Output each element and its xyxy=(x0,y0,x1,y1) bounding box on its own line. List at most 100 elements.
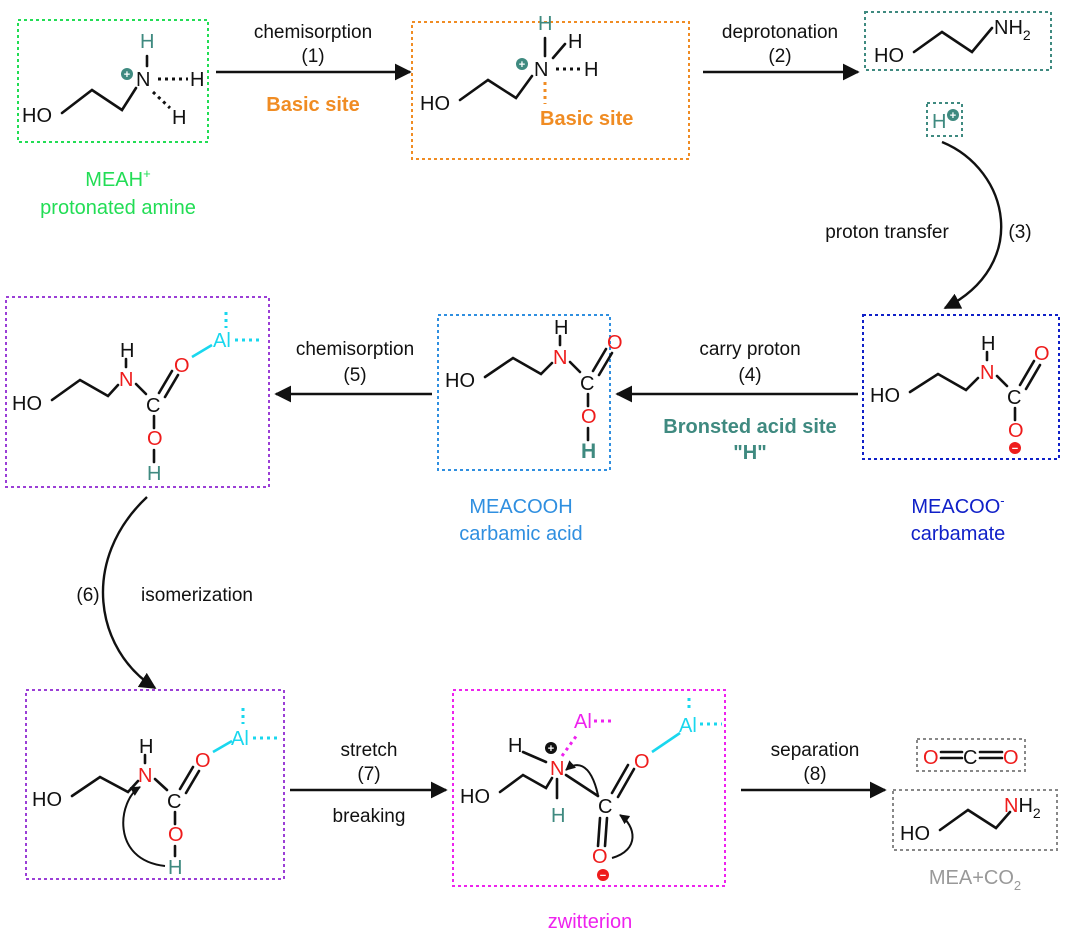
atom-label: H xyxy=(140,31,154,53)
atom-label: H xyxy=(120,340,134,362)
atom-label: H xyxy=(508,735,522,757)
atom-label: C xyxy=(963,747,977,769)
atom-label: O xyxy=(581,406,597,428)
caption-meacooh: MEACOOH xyxy=(469,496,572,518)
atom-label: H xyxy=(584,59,598,81)
atom-label: C xyxy=(580,373,594,395)
electron-arrow xyxy=(565,760,599,796)
negative-charge xyxy=(597,869,609,881)
bond-double xyxy=(610,763,630,795)
box-co2 xyxy=(916,738,1026,772)
atom-label: N xyxy=(550,758,564,780)
step-3-name: proton transfer xyxy=(825,222,949,243)
step-5-name: chemisorption xyxy=(296,339,414,360)
subscript: 2 xyxy=(1033,805,1041,821)
step-1-number: (1) xyxy=(301,46,324,67)
bond-chain xyxy=(50,378,120,402)
bond-double xyxy=(184,769,201,795)
box-mea xyxy=(864,11,1052,71)
atom-label: C xyxy=(1007,387,1021,409)
charge-sign: + xyxy=(950,110,956,122)
bond xyxy=(568,360,582,374)
atom-label: Al xyxy=(679,715,697,737)
caption-meah-desc: protonated amine xyxy=(40,197,196,219)
atom-n: N xyxy=(994,17,1008,39)
charge-sign: + xyxy=(519,59,525,71)
h-bond-dashes xyxy=(151,90,172,110)
step-1-site: Basic site xyxy=(266,94,359,116)
bond-double xyxy=(1024,363,1042,391)
caption-products-sub: 2 xyxy=(1014,878,1021,893)
molecule-meah: HO N H H H + xyxy=(22,31,204,129)
bond-double xyxy=(163,373,180,399)
positive-charge xyxy=(947,109,959,121)
caption-meah-name: MEAH xyxy=(85,169,143,191)
caption-products-text: MEA+CO xyxy=(929,867,1014,889)
atom-label: HO xyxy=(874,45,904,67)
bond-double xyxy=(1018,359,1036,387)
caption-meacoo-name: MEACOO xyxy=(911,496,1000,518)
subscript: 2 xyxy=(1023,27,1031,43)
step-7-sub: breaking xyxy=(333,806,406,827)
atom-label: NH2 xyxy=(994,17,1031,43)
atom-label: C xyxy=(146,395,160,417)
bond-double xyxy=(157,369,174,395)
positive-charge xyxy=(121,68,133,80)
atom-label: O xyxy=(168,824,184,846)
atom-label: N xyxy=(534,59,548,81)
atom-label: H xyxy=(551,805,565,827)
al-o-bond xyxy=(651,731,681,754)
bond xyxy=(995,374,1009,388)
bond-chain xyxy=(912,26,994,54)
box-mea-product xyxy=(892,789,1058,851)
atom-label: N xyxy=(553,347,567,369)
atom-label: O xyxy=(634,751,650,773)
atom-label: HO xyxy=(900,823,930,845)
atom-label: O xyxy=(607,332,623,354)
caption-products: MEA+CO2 xyxy=(929,867,1021,893)
step-6-number: (6) xyxy=(76,585,99,606)
atom-label: N xyxy=(138,765,152,787)
atom-label: HO xyxy=(460,786,490,808)
molecule-adsorbed-carbamic-acid: HO N H C O Al O H xyxy=(12,312,262,485)
step-5-number: (5) xyxy=(343,365,366,386)
atom-label: O xyxy=(592,846,608,868)
bond xyxy=(153,777,169,792)
box-adsorbed-carbamic-acid xyxy=(5,296,270,488)
site-label: Basic site xyxy=(540,108,633,130)
molecule-adsorbed-meah: HO N H H H Basic site + xyxy=(420,13,633,130)
positive-charge xyxy=(545,742,557,754)
bond-chain xyxy=(60,86,138,115)
atom-label: O xyxy=(174,355,190,377)
bond-chain xyxy=(70,775,140,798)
molecule-co2: O C O xyxy=(923,747,1019,769)
charge-sign: + xyxy=(124,69,130,81)
step-2-name: deprotonation xyxy=(722,22,838,43)
caption-meacoo-sup: - xyxy=(1000,493,1004,508)
bond-double xyxy=(603,816,609,848)
atom-label: C xyxy=(598,796,612,818)
box-proton xyxy=(926,102,963,137)
arrow-step-6 xyxy=(101,496,157,690)
electron-arrow xyxy=(611,814,634,859)
bond-stretched xyxy=(564,773,600,798)
step-3-number: (3) xyxy=(1008,222,1031,243)
step-8-name: separation xyxy=(771,740,860,761)
bond-double xyxy=(596,816,602,848)
bond-double xyxy=(591,347,608,373)
molecule-mea: HO NH2 xyxy=(874,17,1031,67)
caption-meacoo-desc: carbamate xyxy=(911,523,1006,545)
bond-chain xyxy=(498,773,554,794)
atom-n: N xyxy=(1004,795,1018,817)
bond-double xyxy=(178,765,195,791)
atom-label: C xyxy=(167,791,181,813)
charge-sign: − xyxy=(1012,443,1018,455)
atom-label: Al xyxy=(574,711,592,733)
atom-label: N xyxy=(980,362,994,384)
bond xyxy=(521,750,548,764)
box-adsorbed-meah xyxy=(411,21,690,160)
step-4-number: (4) xyxy=(738,365,761,386)
atom-label: H xyxy=(981,333,995,355)
caption-meacoo: MEACOO- xyxy=(911,493,1004,518)
atom-label: O xyxy=(195,750,211,772)
